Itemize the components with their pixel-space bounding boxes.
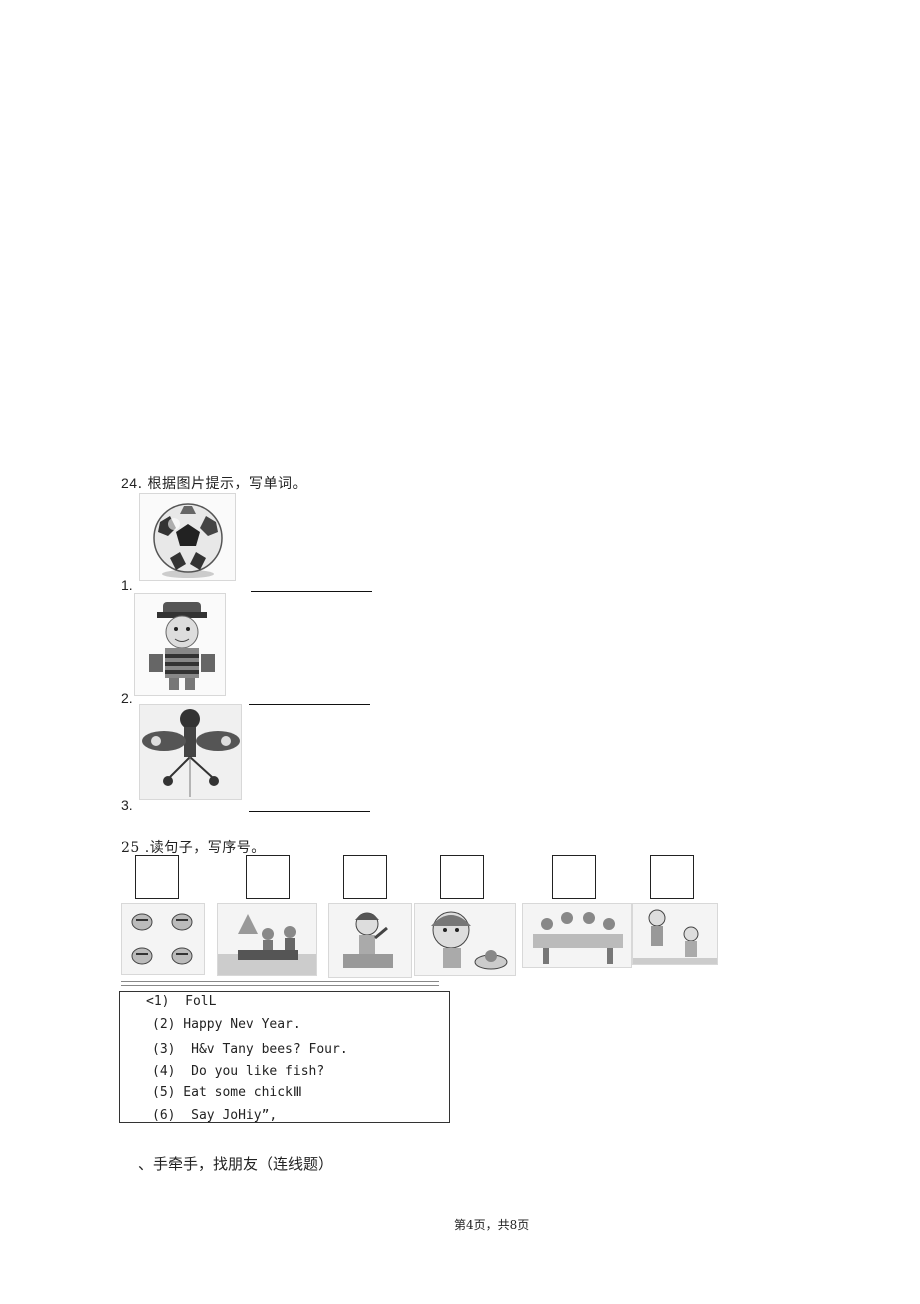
item-2-label: 2. [121,690,133,706]
answer-box-3[interactable] [343,855,387,899]
bees-picture [121,903,205,975]
bees-icon [131,913,193,965]
page-footer: 第4页，共8页 [454,1218,530,1232]
question-25-title: 25 .读句子，写序号。 [121,840,266,856]
sentences-box: <1) FolL (2) Happy Nev Year. (3) H&v Tan… [119,991,450,1123]
question-number: 24 [121,475,138,491]
picture-strip-divider [121,981,439,986]
section-title: 、手牵手，找朋友（连线题） [138,1155,334,1173]
answer-box-1[interactable] [135,855,179,899]
children-playing-picture [632,903,718,965]
answer-line-1[interactable] [251,591,372,592]
family-room-icon [218,914,316,975]
answer-box-2[interactable] [246,855,290,899]
sentence-4: (4) Do you like fish? [152,1064,325,1079]
soccer-ball-image [139,493,236,581]
answer-line-3[interactable] [249,811,370,812]
kite-image [139,704,242,800]
sentence-1: <1) FolL [146,994,217,1009]
family-dinner-picture [522,903,632,968]
family-dinner-icon [533,912,623,964]
sentence-2: (2) Happy Nev Year. [152,1017,301,1032]
kite-icon [142,709,240,797]
boy-image [134,593,226,696]
answer-box-5[interactable] [552,855,596,899]
children-playing-icon [633,909,717,964]
sentence-6: (6) Say JoHiy”, [152,1108,278,1123]
answer-box-4[interactable] [440,855,484,899]
answer-line-2[interactable] [249,704,370,705]
family-room-picture [217,903,317,976]
girl-eating-icon [431,911,508,970]
question-instruction: . 根据图片提示，写单词。 [137,476,307,492]
girl-eating-picture [414,903,516,976]
boy-with-cap-icon [149,602,215,690]
soccer-ball-icon [153,503,223,578]
question-24-title: 24. 根据图片提示，写单词。 [121,473,307,493]
item-1-label: 1. [121,577,133,593]
girl-waving-icon [343,912,393,968]
girl-waving-picture [328,903,412,978]
sentence-3: (3) H&v Tany bees? Four. [152,1042,348,1057]
answer-box-6[interactable] [650,855,694,899]
sentence-5: (5) Eat some chickⅢ [152,1085,302,1100]
item-3-label: 3. [121,797,133,813]
